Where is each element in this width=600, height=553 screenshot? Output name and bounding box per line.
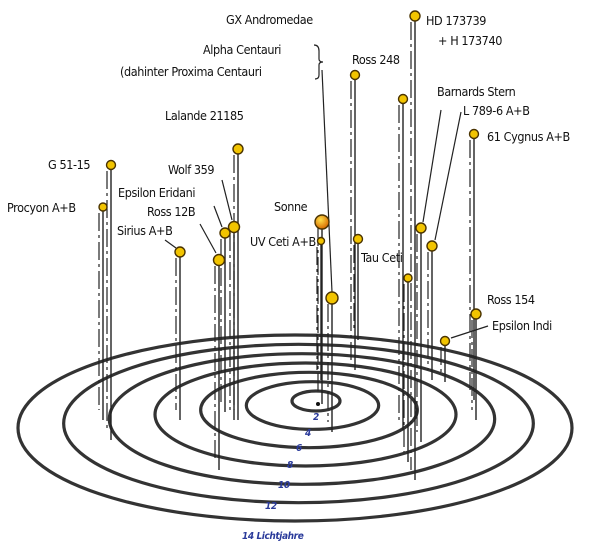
ring-label: 12 [265,501,277,512]
hd173739-label: HD 173739 [426,13,486,28]
ross-12b-label: Ross 12B [147,204,195,219]
leader-line [422,109,442,223]
distance-ring [16,333,574,523]
lalande-21185-star-dot[interactable] [232,143,244,155]
leader-line [450,325,489,339]
hd173739-label: + H 173740 [438,33,502,48]
ring-label: 6 [296,443,302,454]
ross-12b-star-dot[interactable] [212,253,226,267]
leader-line [164,239,177,249]
leader-line [213,205,223,228]
gx-andromedae-label: GX Andromedae [226,12,313,27]
ross-248-star-dot[interactable] [349,69,361,81]
wolf-359-star-dot[interactable] [227,220,241,234]
distance-ring [62,342,535,505]
ross-248-label: Ross 248 [352,52,400,67]
star-stems [98,16,477,480]
61-cygnus-star-dot[interactable] [468,128,480,140]
leader-line [434,111,462,241]
hd173739-star-dot[interactable] [409,10,421,22]
sirius-label: Sirius A+B [117,223,172,238]
sonne-label: Sonne [274,199,308,214]
l789-6-label: L 789-6 A+B [463,103,530,118]
procyon-label: Procyon A+B [7,200,76,215]
epsilon-indi-label: Epsilon Indi [492,318,552,333]
l789-6-star-dot[interactable] [426,240,438,252]
uv-ceti-label: UV Ceti A+B [250,234,316,249]
leader-line [321,69,333,293]
unlabeled-1-star-dot[interactable] [397,93,409,105]
star-dots [98,10,482,347]
distance-ring [107,352,497,486]
lalande-21185-label: Lalande 21185 [165,108,244,123]
procyon-star-dot[interactable] [98,202,108,212]
uv-ceti-star-dot[interactable] [316,236,326,246]
ring-label: 14 Lichtjahre [242,531,304,542]
g51-15-star-dot[interactable] [105,159,117,171]
barnards-stern-star-dot[interactable] [415,222,427,234]
tau-ceti-star-dot[interactable] [352,233,364,245]
leader-line [221,179,233,221]
alpha-centauri-star-dot[interactable] [325,291,339,305]
tau-ceti-label: Tau Ceti [360,250,403,265]
distance-ring [153,361,458,468]
ross-154-star-dot[interactable] [470,308,482,320]
ring-label: 10 [278,480,290,491]
alpha-centauri-label: (dahinter Proxima Centauri [120,64,262,79]
distance-ring [244,380,381,431]
barnards-stern-label: Barnards Stern [437,84,516,99]
alpha-centauri-label: Alpha Centauri [203,42,281,57]
wolf-359-label: Wolf 359 [168,162,214,177]
label-leaders [164,44,489,339]
sirius-star-dot[interactable] [174,246,186,258]
ring-label: 2 [313,412,319,423]
ross-154-label: Ross 154 [487,292,535,307]
ring-label: 4 [305,428,311,439]
bracket [313,44,324,80]
epsilon-eridani-star-dot[interactable] [219,227,231,239]
g51-15-label: G 51-15 [48,157,90,172]
epsilon-eridani-label: Epsilon Eridani [118,185,195,200]
unlabeled-2-star-dot[interactable] [403,273,413,283]
epsilon-indi-star-dot[interactable] [439,335,451,347]
sonne-star-dot[interactable] [314,214,330,230]
distance-ring [290,389,342,413]
sun-center-mark [316,402,320,406]
61-cygnus-label: 61 Cygnus A+B [487,129,570,144]
ring-label: 8 [287,460,293,471]
leader-line [199,223,217,254]
